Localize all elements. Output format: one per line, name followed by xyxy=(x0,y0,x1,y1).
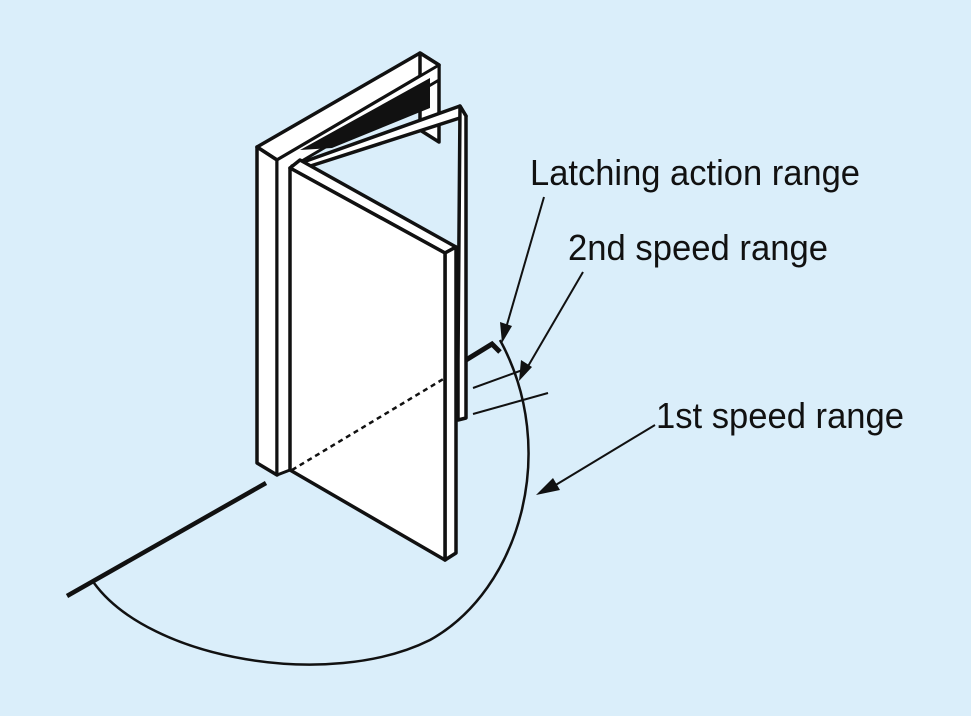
open-position-line xyxy=(65,481,268,598)
first-speed-range-label: 1st speed range xyxy=(656,395,904,436)
latching-range-marker xyxy=(464,340,502,363)
latching-action-range-label: Latching action range xyxy=(530,152,860,193)
door-leaf xyxy=(288,158,458,562)
hidden-floor-line xyxy=(291,376,446,472)
swing-arc xyxy=(92,339,530,666)
latching-arrowhead xyxy=(500,322,512,343)
second-speed-leader xyxy=(526,271,584,369)
swing-geometry xyxy=(65,339,549,666)
door-opening-shadow xyxy=(300,78,430,150)
first-speed-leader xyxy=(553,424,656,487)
leader-arrows xyxy=(500,196,656,495)
first-speed-boundary-line xyxy=(472,392,549,415)
door-frame xyxy=(255,51,441,477)
first-speed-arrowhead xyxy=(536,478,560,495)
second-speed-arrowhead xyxy=(519,360,532,381)
latching-leader xyxy=(505,196,545,329)
second-speed-range-label: 2nd speed range xyxy=(568,227,828,268)
second-speed-boundary-line xyxy=(472,367,529,389)
